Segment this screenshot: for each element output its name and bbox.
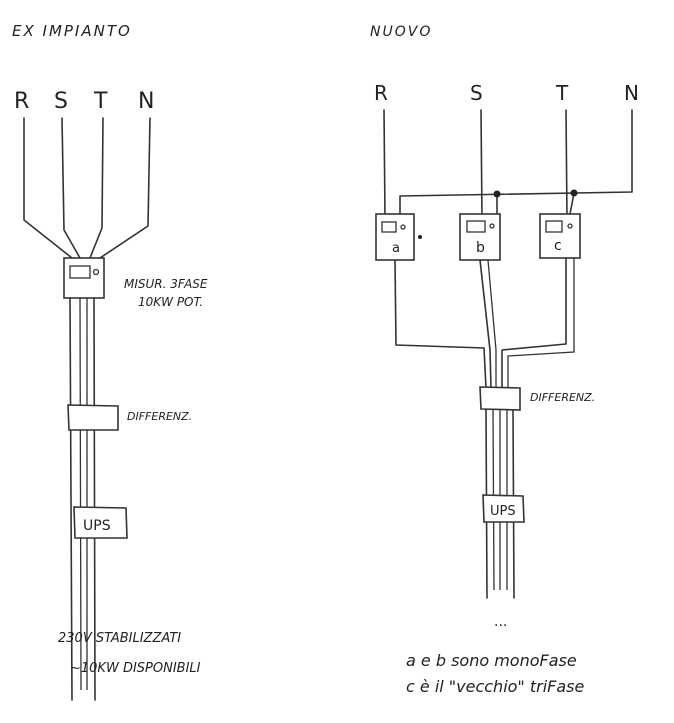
new-meters-note-2: c è il "vecchio" triFase <box>406 677 585 696</box>
old-output-note: 230V STABILIZZATI <box>58 631 181 646</box>
new-meter-c-knob-icon <box>567 223 573 229</box>
new-meter-b-knob-icon <box>489 223 495 229</box>
old-ups-label: UPS <box>83 518 111 534</box>
old-cable-wire-1 <box>79 297 82 691</box>
new-wire-s <box>480 109 483 219</box>
new-continuation-mark: ... <box>494 614 507 630</box>
new-output-wire-c-2 <box>507 258 575 388</box>
old-meter-knob-icon <box>92 268 100 276</box>
new-output-wire-c-1 <box>501 257 567 389</box>
old-meter-label-2: 10KW POT. <box>138 295 203 309</box>
old-cable-edge-right <box>93 297 96 701</box>
new-meter-a-label: a <box>392 241 400 256</box>
old-system-diagram: EX IMPIANTO R S T N MISUR. 3FASE 10KW PO… <box>12 22 208 701</box>
old-ups-box <box>73 506 128 539</box>
new-meter-b-label: b <box>476 240 485 256</box>
new-output-wire-a <box>394 259 487 389</box>
new-meter-c-label: c <box>554 238 562 254</box>
new-ups-box <box>482 494 525 523</box>
new-differential-switch <box>479 386 521 411</box>
old-meter-label-1: MISUR. 3FASE <box>124 277 208 291</box>
old-wire-n <box>99 117 151 259</box>
old-wire-s <box>61 117 81 259</box>
new-meter-c-display-icon <box>545 220 563 233</box>
old-wire-t <box>89 117 104 259</box>
new-phase-label-n: N <box>624 81 639 105</box>
new-wire-n <box>399 109 633 215</box>
old-phase-label-n: N <box>138 89 154 114</box>
old-meter-display-icon <box>69 265 91 279</box>
new-meter-a-knob-icon <box>400 224 406 230</box>
new-neutral-junction-b <box>493 190 501 198</box>
old-wire-r <box>23 117 73 259</box>
new-output-wire-b-1 <box>479 259 492 389</box>
new-phase-label-t: T <box>555 81 569 105</box>
new-meter-a-terminal <box>418 235 422 239</box>
new-phase-label-r: R <box>374 81 388 105</box>
new-output-wire-b-2 <box>487 259 497 388</box>
new-phase-label-s: S <box>470 81 483 105</box>
new-wire-t <box>565 109 568 219</box>
new-meter-a-display-icon <box>381 221 397 233</box>
old-cable-edge-left <box>69 297 73 701</box>
new-system-diagram: NUOVO R S T N a b c <box>370 24 639 696</box>
new-neutral-drop-c <box>569 192 575 215</box>
new-ups-label: UPS <box>490 504 516 519</box>
old-phase-label-s: S <box>54 89 68 114</box>
old-phase-label-t: T <box>93 89 108 114</box>
new-meter-b-display-icon <box>466 220 486 233</box>
new-differential-label: DIFFERENZ. <box>530 391 595 404</box>
old-phase-label-r: R <box>14 89 29 114</box>
old-differential-label: DIFFERENZ. <box>127 410 192 423</box>
new-meters-note-1: a e b sono monoFase <box>406 651 577 670</box>
new-system-title: NUOVO <box>370 24 432 40</box>
new-wire-r <box>383 109 386 219</box>
old-differential-switch <box>67 404 119 431</box>
new-neutral-junction-c <box>570 189 578 197</box>
old-system-title: EX IMPIANTO <box>12 22 132 40</box>
old-capacity-note: ~10KW DISPONIBILI <box>70 661 201 676</box>
